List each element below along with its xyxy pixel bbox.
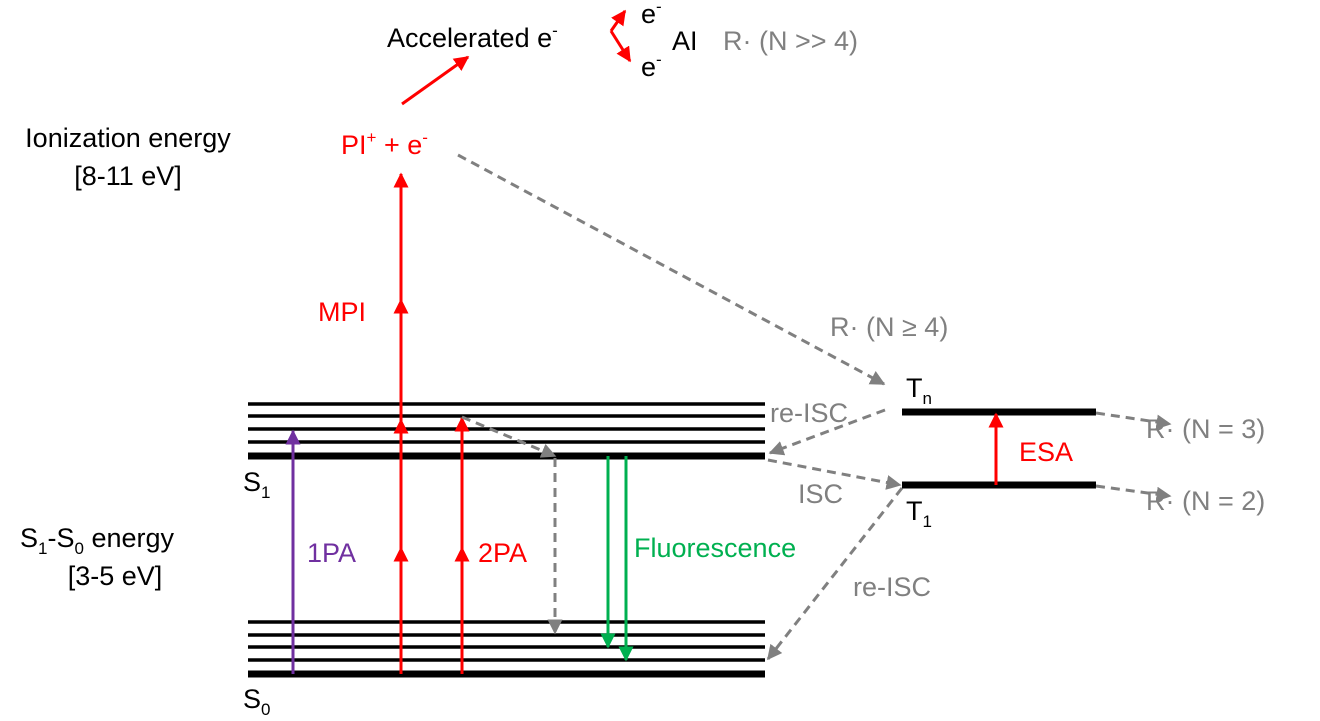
1pa-label: 1PA <box>307 538 356 568</box>
electron-top-label: e- <box>641 0 662 29</box>
s1-s0-energy-label: S1-S0 energy <box>20 523 175 558</box>
isc-label: ISC <box>798 479 843 509</box>
ai-split-arrow-down <box>609 30 632 63</box>
2pa-label: 2PA <box>478 538 527 568</box>
fluorescence-label: Fluorescence <box>634 533 796 563</box>
pi-plus-label: PI+ + e- <box>341 128 428 160</box>
re-isc-t1-s0-arrow <box>766 487 904 661</box>
s0-label: S0 <box>243 684 270 719</box>
re-isc-tn-s1-arrow <box>768 408 886 456</box>
s1-label: S1 <box>243 467 270 502</box>
tn-label: Tn <box>906 373 932 408</box>
re-isc-bottom-label: re-ISC <box>853 572 931 602</box>
s0-vibrational-levels <box>248 620 765 678</box>
s1-vibrational-levels <box>248 402 765 460</box>
radical-ai-label: R· (N >> 4) <box>723 26 858 56</box>
isc-arrow <box>767 458 902 490</box>
recombination-tn-arrow <box>457 153 886 386</box>
ionization-energy-range: [8-11 eV] <box>74 161 182 191</box>
s1-s0-energy-range: [3-5 eV] <box>68 561 163 591</box>
mpi-label: MPI <box>318 297 366 327</box>
vibrational-relaxation-arrow <box>461 415 557 458</box>
t1-label: T1 <box>906 496 932 531</box>
radical-n-ge-4-label: R· (N ≥ 4) <box>830 312 948 342</box>
re-isc-top-label: re-ISC <box>770 398 848 428</box>
tn-radical-arrow <box>1095 411 1172 430</box>
ionization-energy-label: Ionization energy <box>25 123 231 153</box>
electron-bottom-label: e- <box>641 50 662 82</box>
t1-radical-arrow <box>1095 484 1172 502</box>
accelerated-electron-label: Accelerated e- <box>387 21 558 53</box>
radical-n-3-label: R· (N = 3) <box>1146 414 1265 444</box>
radical-n-2-label: R· (N = 2) <box>1146 486 1265 516</box>
ai-split-arrow-up <box>609 9 627 32</box>
esa-label: ESA <box>1019 437 1073 467</box>
ai-label: AI <box>672 26 698 56</box>
acceleration-arrow <box>401 55 470 106</box>
